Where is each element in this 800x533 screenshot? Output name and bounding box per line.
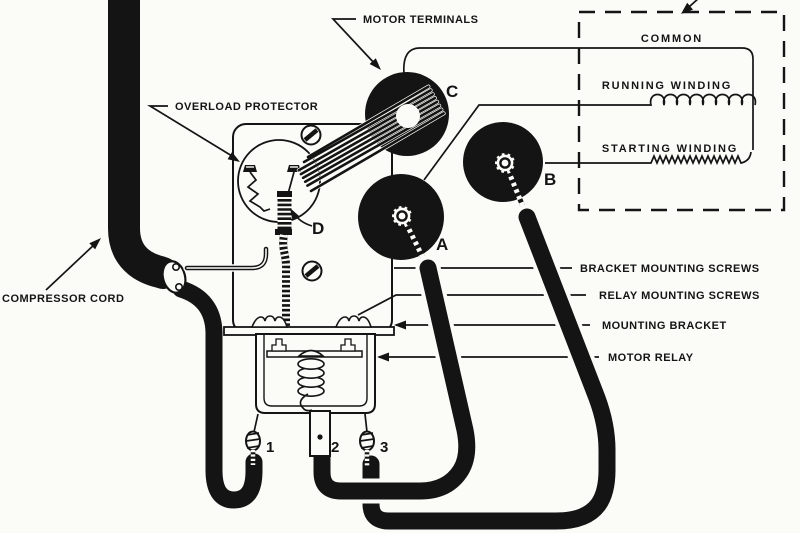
compressor-cord-group xyxy=(108,0,270,512)
common-label: COMMON xyxy=(641,33,703,45)
terminal1-number: 1 xyxy=(266,439,274,456)
callout-compressor-cord: COMPRESSOR CORD xyxy=(2,238,124,305)
terminal3-screw xyxy=(359,430,375,452)
running-winding-label: RUNNING WINDING xyxy=(602,80,732,92)
overload-protector-label: OVERLOAD PROTECTOR xyxy=(175,101,318,113)
terminal3-number: 3 xyxy=(380,439,388,456)
callout-relay-mounting-screws: RELAY MOUNTING SCREWS xyxy=(357,290,760,316)
relay-post-left xyxy=(271,338,287,352)
terminal-d-letter: D xyxy=(312,219,324,238)
bracket-mounting-screws-label: BRACKET MOUNTING SCREWS xyxy=(580,263,760,275)
cord-thin-lead xyxy=(183,245,270,272)
cord-conductor-top xyxy=(172,262,181,271)
terminal2-number: 2 xyxy=(331,439,339,456)
screw-slot-icon xyxy=(304,264,320,278)
terminal2-blade xyxy=(309,410,331,457)
terminal-b-letter: B xyxy=(544,170,556,189)
relay-wires xyxy=(309,204,620,533)
callout-motor-relay: MOTOR RELAY xyxy=(377,352,694,364)
bracket-screw-mid xyxy=(301,260,323,282)
starting-winding-coil xyxy=(545,151,752,166)
mounting-bracket-label: MOUNTING BRACKET xyxy=(602,320,727,332)
protector-heater-zigzag xyxy=(246,171,271,212)
relay-terminals: 1 2 3 xyxy=(245,410,388,466)
callouts: MOTOR TERMINALS OVERLOAD PROTECTOR COMPR… xyxy=(2,14,760,364)
bracket-bottom-flange xyxy=(223,315,395,336)
dashed-enclosure xyxy=(577,10,786,212)
blade-hole xyxy=(317,434,323,440)
motor-terminals-label: MOTOR TERMINALS xyxy=(363,14,478,26)
protector-terminal-left xyxy=(243,165,257,172)
bracket-screw-top xyxy=(300,124,322,146)
compressor-cord xyxy=(108,0,179,289)
terminal-d-arrowhead-icon xyxy=(290,208,300,221)
enclosure-arrowhead-icon xyxy=(681,2,693,14)
motor-schematic-box xyxy=(577,0,786,212)
relay-mounting-screws-label: RELAY MOUNTING SCREWS xyxy=(599,290,760,302)
running-winding-coil xyxy=(423,93,757,181)
motor-relay-label: MOTOR RELAY xyxy=(608,352,694,364)
terminal1-link xyxy=(253,413,259,433)
motor-internal-wiring: COMMON RUNNING WINDING STARTING WINDING xyxy=(402,33,757,181)
relay-coil-tail xyxy=(299,393,313,412)
starting-winding-label: STARTING WINDING xyxy=(602,143,738,155)
terminal1-screw xyxy=(245,430,261,452)
terminal-d-contact xyxy=(275,191,292,235)
terminal-c-letter: C xyxy=(446,82,458,101)
terminal-a-letter: A xyxy=(436,235,448,254)
terminal-d-braid xyxy=(279,234,291,338)
relay-coil xyxy=(296,349,326,412)
overload-protector-group xyxy=(237,139,321,338)
protector-ribbon-cable xyxy=(296,84,446,193)
terminal-b-center xyxy=(493,151,517,175)
compressor-cord-label: COMPRESSOR CORD xyxy=(2,293,124,305)
callout-motor-terminals: MOTOR TERMINALS xyxy=(331,14,478,70)
terminal-c-hole xyxy=(396,104,420,128)
screw-slot-icon xyxy=(303,128,319,142)
motor-relay-group xyxy=(255,333,376,414)
callout-overload-protector: OVERLOAD PROTECTOR xyxy=(146,101,318,162)
relay-post-right xyxy=(340,338,356,352)
terminal-a-center xyxy=(390,204,414,228)
relay-inner-strap xyxy=(263,334,368,407)
terminal2-to-a-wire xyxy=(313,259,476,500)
terminal3-link xyxy=(364,413,368,433)
cord-to-terminal1-wire xyxy=(172,280,263,509)
relay-mounting-screw-left xyxy=(250,315,289,328)
terminal3-to-b-wire xyxy=(362,208,616,530)
cord-conductor-bottom xyxy=(175,282,184,291)
relay-mounting-screw-right xyxy=(334,315,373,328)
common-wire xyxy=(402,47,754,150)
protector-contact-lead xyxy=(287,171,295,195)
